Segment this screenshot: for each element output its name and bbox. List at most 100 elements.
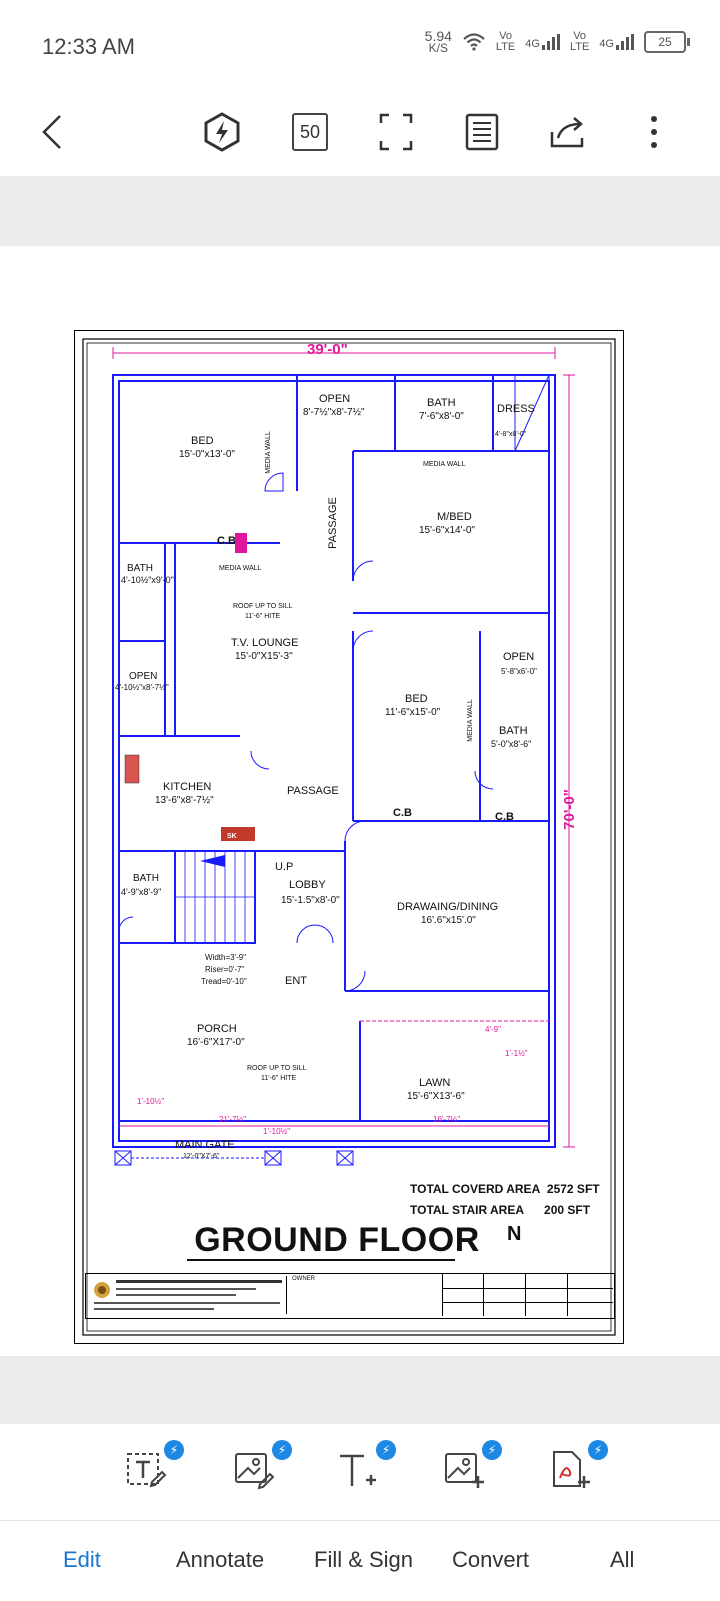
room-label: MAIN GATE (175, 1139, 235, 1151)
fullscreen-button[interactable] (374, 110, 418, 154)
room-label: BATH (499, 725, 528, 737)
revision-table (442, 1274, 613, 1316)
area-summary: TOTAL COVERD AREA 2572 SFT TOTAL STAIR A… (410, 1182, 600, 1217)
signal-icon (616, 34, 634, 50)
room-label: BATH (127, 563, 153, 574)
floor-plan-sheet: SK 39'-0" 70'-0" BED 15'-0"x13'-0" OPEN … (74, 330, 624, 1344)
plan-labels: 39'-0" 70'-0" BED 15'-0"x13'-0" OPEN 8'-… (75, 331, 623, 1343)
edit-image-tool[interactable]: ⚡ (232, 1440, 292, 1504)
wifi-icon (463, 33, 485, 51)
sim1-type: 4G (525, 38, 540, 50)
media-wall-label: MEDIA WALL (219, 565, 262, 572)
tab-all[interactable]: All (610, 1547, 635, 1572)
room-label: C.B (393, 807, 412, 819)
company-block (90, 1276, 287, 1314)
add-image-tool[interactable]: ⚡ (442, 1440, 502, 1504)
note: 11'-6" HITE (261, 1075, 297, 1082)
more-options-button[interactable] (632, 110, 676, 154)
chevron-left-icon (42, 115, 61, 149)
title-underline (187, 1259, 455, 1261)
room-size: 4'-8"x8'-0" (495, 431, 527, 438)
overall-depth-dim: 70'-0" (560, 789, 578, 830)
signal-icon (541, 34, 560, 50)
room-size: 5'-8"x6'-0" (501, 667, 537, 676)
tab-fill-sign[interactable]: Fill & Sign (314, 1547, 414, 1572)
stair-note: Width=3'-9" (205, 953, 247, 962)
room-label: C.B (217, 535, 236, 547)
north-indicator: N (507, 1223, 522, 1245)
room-label: LAWN (419, 1077, 451, 1089)
edit-tools-row: ⚡ ⚡ ⚡ ⚡ ⚡ (0, 1424, 720, 1520)
dim-label: 4'-9" (485, 1025, 501, 1034)
tab-edit[interactable]: Edit (63, 1547, 101, 1572)
stair-note: Tread=0'-10" (201, 977, 247, 986)
document-icon (465, 113, 499, 151)
floor-title: GROUND FLOOR (194, 1221, 480, 1259)
room-size: 15'-6"X13'-6" (407, 1091, 465, 1102)
add-text-icon (340, 1454, 376, 1486)
room-size: 15'-0"x13'-0" (179, 449, 235, 460)
room-label: M/BED (437, 511, 472, 523)
add-image-icon (445, 1453, 484, 1488)
room-label: ENT (285, 975, 307, 987)
room-label: BED (191, 435, 214, 447)
page-gap-bottom (0, 1356, 720, 1424)
sim2-type: 4G (599, 38, 614, 50)
lightning-hexagon-icon (204, 112, 240, 152)
tab-annotate[interactable]: Annotate (176, 1547, 265, 1572)
room-size: 16'.6"x15'.0" (421, 915, 476, 926)
room-label: DRESS (497, 403, 535, 415)
premium-badge: ⚡ (376, 1440, 396, 1460)
back-button[interactable] (30, 110, 74, 154)
room-size: 8'-7½"x8'-7½" (303, 407, 365, 418)
title-block: OWNER (85, 1273, 615, 1319)
pdf-file-icon (553, 1451, 590, 1488)
room-size: 4'-10½"x8'-7½" (115, 683, 169, 692)
edit-text-tool[interactable]: ⚡ (124, 1440, 184, 1504)
room-label: OPEN (129, 671, 158, 682)
media-wall-label: MEDIA WALL (264, 431, 272, 474)
premium-badge: ⚡ (482, 1440, 502, 1460)
tab-convert[interactable]: Convert (452, 1547, 530, 1572)
note: ROOF UP TO SILL (233, 603, 293, 610)
room-size: 15'-6"x14'-0" (419, 525, 475, 536)
more-vertical-icon (651, 116, 657, 148)
room-size: 7'-6"x8'-0" (419, 411, 464, 422)
stair-note: Riser=0'-7" (205, 965, 245, 974)
top-toolbar: 50 (0, 88, 720, 176)
room-size: 4'-10½"x9'-0" (121, 575, 174, 585)
room-size: 16'-6"X17'-0" (187, 1037, 245, 1048)
room-size: 15'-1.5"x8'-0" (281, 895, 340, 906)
pdf-tool[interactable]: ⚡ (548, 1440, 608, 1504)
media-wall-label: MEDIA WALL (466, 699, 474, 742)
overall-width-dim: 39'-0" (307, 341, 348, 358)
svg-text:SK: SK (227, 833, 237, 840)
room-label: BED (405, 693, 428, 705)
room-label: T.V. LOUNGE (231, 637, 299, 649)
premium-badge: ⚡ (272, 1440, 292, 1460)
room-label: BATH (427, 397, 456, 409)
note: ROOF UP TO SILL (247, 1065, 307, 1072)
room-label: OPEN (503, 651, 535, 663)
room-label: PASSAGE (326, 497, 339, 549)
share-button[interactable] (546, 110, 590, 154)
edit-text-icon (127, 1453, 167, 1488)
page-count-button[interactable]: 50 (288, 110, 332, 154)
dim-label: 16'-7½" (433, 1115, 461, 1124)
room-label: PORCH (197, 1023, 237, 1035)
note: 11'-6" HITE (245, 613, 281, 620)
reading-mode-button[interactable] (460, 110, 504, 154)
share-icon (550, 117, 584, 148)
dim-label: 1'-10½" (137, 1097, 165, 1106)
room-size: 13'-6"x8'-7½" (155, 795, 214, 806)
room-label: C.B (495, 811, 514, 823)
add-text-tool[interactable]: ⚡ (336, 1440, 396, 1504)
premium-badge: ⚡ (588, 1440, 608, 1460)
quick-action-button[interactable] (200, 110, 244, 154)
room-size: 5'-0"x8'-6" (491, 739, 532, 749)
room-label: OPEN (319, 393, 351, 405)
document-page[interactable]: SK 39'-0" 70'-0" BED 15'-0"x13'-0" OPEN … (0, 246, 720, 1356)
